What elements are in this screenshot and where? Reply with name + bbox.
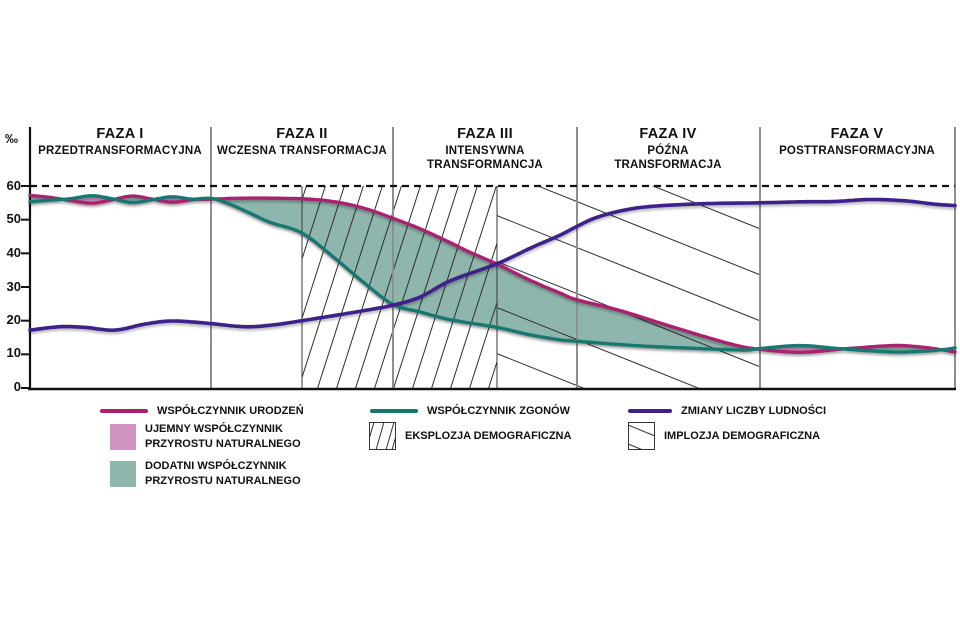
legend-demographic-explosion: EKSPLOZJA DEMOGRAFICZNA [369, 422, 571, 450]
legend-death-rate-label: WSPÓŁCZYNNIK ZGONÓW [427, 405, 570, 417]
phase-2-subtitle: WCZESNA TRANSFORMACJA [217, 145, 387, 157]
y-tick-20: 20 [6, 312, 21, 327]
negative-increase-label-line2: PRZYROSTU NATURALNEGO [145, 438, 301, 450]
phase-3-title: FAZA III [457, 126, 513, 142]
positive-increase-swatch [110, 461, 136, 487]
negative-increase-swatch [110, 424, 136, 450]
implosion-hatch-icon [628, 422, 655, 450]
phase-label-4: FAZA IV PÓŹNA TRANSFORMACJA [568, 126, 768, 172]
phase-2-title: FAZA II [276, 126, 328, 142]
phase-label-3: FAZA III INTENSYWNA TRANSFORMANCJA [385, 126, 585, 172]
death-rate-line-swatch [370, 409, 418, 413]
positive-increase-label-line2: PRZYROSTU NATURALNEGO [145, 475, 301, 487]
phase-1-subtitle: PRZEDTRANSFORMACYJNA [38, 145, 202, 157]
legend-demographic-implosion: IMPLOZJA DEMOGRAFICZNA [628, 422, 820, 450]
legend-population-change-label: ZMIANY LICZBY LUDNOŚCI [681, 405, 827, 417]
explosion-label: EKSPLOZJA DEMOGRAFICZNA [405, 430, 572, 442]
phase-label-1: FAZA I PRZEDTRANSFORMACYJNA [20, 126, 220, 158]
phase-3-subtitle: INTENSYWNA TRANSFORMANCJA [427, 145, 543, 171]
phase-5-title: FAZA V [830, 126, 884, 142]
negative-increase-label-line1: UJEMNY WSPÓŁCZYNNIK [145, 423, 283, 435]
legend-death-rate: WSPÓŁCZYNNIK ZGONÓW [370, 404, 570, 418]
positive-increase-label-line1: DODATNI WSPÓŁCZYNNIK [145, 460, 287, 472]
legend-positive-natural-increase: DODATNI WSPÓŁCZYNNIK PRZYROSTU NATURALNE… [110, 459, 301, 489]
phase-4-title: FAZA IV [639, 126, 697, 142]
y-tick-10: 10 [6, 345, 21, 360]
implosion-label: IMPLOZJA DEMOGRAFICZNA [664, 430, 821, 442]
population-change-line-swatch [628, 409, 672, 413]
y-tick-30: 30 [6, 279, 21, 294]
phase-1-title: FAZA I [96, 126, 144, 142]
birth-rate-line-swatch [100, 409, 148, 413]
phase-label-5: FAZA V POSTTRANSFORMACYJNA [757, 126, 957, 158]
y-tick-60: 60 [6, 178, 21, 193]
y-tick-50: 50 [6, 211, 21, 226]
legend-birth-rate-label: WSPÓŁCZYNNIK URODZEŃ [157, 405, 304, 417]
y-tick-40: 40 [6, 245, 21, 260]
legend-population-change: ZMIANY LICZBY LUDNOŚCI [628, 404, 826, 418]
explosion-hatch-icon [369, 422, 396, 450]
y-tick-0: 0 [13, 379, 21, 394]
phase-label-2: FAZA II WCZESNA TRANSFORMACJA [202, 126, 402, 158]
phase-5-subtitle: POSTTRANSFORMACYJNA [779, 145, 935, 157]
y-axis-unit: ‰ [5, 131, 18, 146]
phase-4-subtitle: PÓŹNA TRANSFORMACJA [614, 145, 722, 171]
legend-birth-rate: WSPÓŁCZYNNIK URODZEŃ [100, 404, 304, 418]
legend-negative-natural-increase: UJEMNY WSPÓŁCZYNNIK PRZYROSTU NATURALNEG… [110, 422, 301, 452]
